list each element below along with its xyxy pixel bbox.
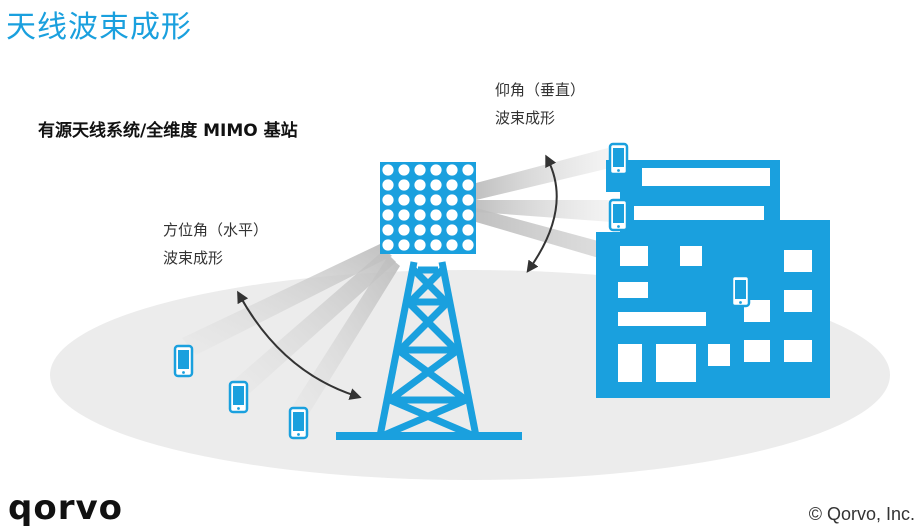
smartphone-icon xyxy=(608,198,629,232)
antenna-element xyxy=(414,164,426,176)
antenna-element xyxy=(462,179,474,191)
azimuth-label-line1: 方位角（水平） xyxy=(163,221,269,239)
cell-tower-icon xyxy=(376,261,480,440)
antenna-element xyxy=(446,164,458,176)
antenna-element xyxy=(446,239,458,251)
office-building-icon xyxy=(596,160,830,398)
qorvo-logo: qorvo xyxy=(8,488,123,528)
elevation-label: 仰角（垂直） 波束成形 xyxy=(495,76,585,132)
antenna-element xyxy=(414,224,426,236)
antenna-element xyxy=(414,209,426,221)
antenna-element xyxy=(382,179,394,191)
smartphone-icon xyxy=(228,380,249,414)
azimuth-arrow xyxy=(237,290,362,400)
antenna-element xyxy=(382,194,394,206)
smartphone-icon xyxy=(288,406,309,440)
azimuth-label: 方位角（水平） 波束成形 xyxy=(163,216,268,272)
antenna-array-icon xyxy=(380,162,476,254)
antenna-element xyxy=(398,179,410,191)
azimuth-label-line2: 波束成形 xyxy=(163,249,224,267)
tower-base xyxy=(336,432,522,440)
antenna-element xyxy=(398,164,410,176)
antenna-element xyxy=(430,194,442,206)
copyright-notice: © Qorvo, Inc. xyxy=(808,504,915,524)
antenna-element xyxy=(462,239,474,251)
antenna-element xyxy=(382,209,394,221)
smartphone-icon xyxy=(173,344,194,378)
elevation-label-line1: 仰角（垂直） xyxy=(495,81,586,99)
smartphone-icon xyxy=(730,274,751,308)
antenna-element xyxy=(382,164,394,176)
elevation-label-line2: 波束成形 xyxy=(495,109,556,127)
antenna-element xyxy=(430,209,442,221)
antenna-element xyxy=(414,239,426,251)
antenna-element xyxy=(382,239,394,251)
antenna-element xyxy=(446,224,458,236)
antenna-element xyxy=(382,224,394,236)
slide-title: 天线波束成形 xyxy=(6,10,192,45)
antenna-element xyxy=(462,164,474,176)
antenna-element xyxy=(398,209,410,221)
antenna-element xyxy=(398,239,410,251)
antenna-element xyxy=(430,179,442,191)
antenna-element xyxy=(398,194,410,206)
antenna-element xyxy=(430,239,442,251)
antenna-element xyxy=(446,179,458,191)
elevation-arrow xyxy=(526,154,558,273)
antenna-element xyxy=(446,209,458,221)
smartphone-icon xyxy=(608,142,629,176)
antenna-element xyxy=(414,179,426,191)
antenna-element xyxy=(446,194,458,206)
antenna-element xyxy=(398,224,410,236)
antenna-element xyxy=(414,194,426,206)
antenna-element xyxy=(462,224,474,236)
diagram-subtitle: 有源天线系统/全维度 MIMO 基站 xyxy=(38,121,298,141)
antenna-element xyxy=(430,164,442,176)
antenna-element xyxy=(430,224,442,236)
antenna-element xyxy=(462,194,474,206)
antenna-element xyxy=(462,209,474,221)
